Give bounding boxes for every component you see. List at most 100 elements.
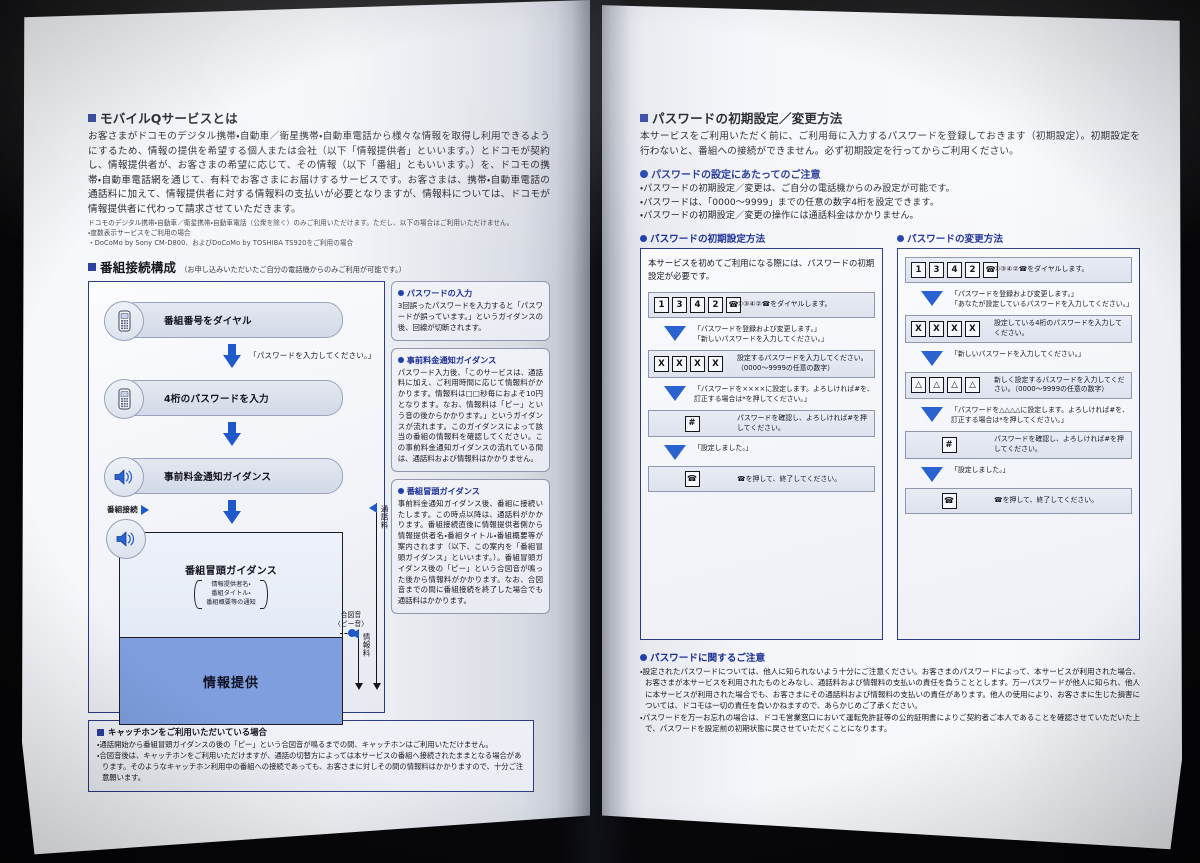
down-triangle-icon <box>921 466 943 482</box>
note-card-body: 事前料金通知ガイダンス後、番組に接続いたします。この時点以降は、通話料がかかりま… <box>397 498 543 606</box>
key-button[interactable]: △ <box>929 377 944 394</box>
key-button[interactable]: △ <box>947 377 962 394</box>
down-triangle-icon <box>921 407 943 423</box>
catch-phone-item: ・通話開始から番組冒頭ガイダンスの後の「ピー」という合図音が鳴るまでの間、キャッ… <box>97 740 493 750</box>
procedure-initial-body: 本サービスを初めてご利用になる際には、パスワードの初期設定が必要です。 1 3 … <box>640 248 883 641</box>
round-bullet-icon <box>397 290 404 297</box>
key-button[interactable]: 4 <box>947 262 962 279</box>
fee-axis-group: 通話料 情報料 合図音 〈ピー音〉 <box>334 281 389 711</box>
keypad-keys: X X X X <box>649 351 735 377</box>
arrow-guidance-text: 「設定しました。」 <box>694 444 753 453</box>
password-caution-heading: パスワードに関するご注意 <box>640 650 1140 664</box>
key-button[interactable]: 4 <box>690 297 705 314</box>
axis-label-call-charge: 通話料 <box>380 505 389 530</box>
opening-guidance-title: 番組冒頭ガイダンス <box>184 566 278 578</box>
key-button[interactable]: 3 <box>929 262 944 279</box>
key-button[interactable]: X <box>929 320 944 337</box>
key-button[interactable]: X <box>911 320 926 337</box>
hash-key-icon[interactable]: # <box>941 437 957 454</box>
step-description: 新しく設定するパスワードを入力してください。（0000〜9999の任意の数字） <box>994 375 1125 394</box>
section-heading-flow: 番組接続構成 （お申し込みいただいたご自分の電話機からのみご利用が可能です。） <box>88 257 550 276</box>
footnote-item: ・DoCoMo by Sony CM-D800、およびDoCoMo by TOS… <box>88 238 354 247</box>
service-description: お客さまがドコモのデジタル携帯・自動車／衛星携帯・自動車電話から様々な情報を取得… <box>88 131 550 215</box>
round-bullet-icon <box>640 653 647 661</box>
down-triangle-icon <box>664 326 686 342</box>
footnote-item: ドコモのデジタル携帯・自動車／衛星携帯・自動車電話（公衆を除く）のみご利用いただ… <box>88 219 514 228</box>
down-triangle-icon <box>921 350 943 366</box>
program-connection-diagram: 番組番号をダイヤル 「パスワードを入力してください。」 <box>88 281 385 726</box>
call-key-icon[interactable]: ☎ <box>983 262 998 279</box>
key-button[interactable]: 3 <box>672 297 687 314</box>
key-button[interactable]: X <box>672 356 687 373</box>
key-button[interactable]: X <box>690 356 705 373</box>
key-button[interactable]: △ <box>965 377 980 394</box>
call-key-icon[interactable]: ☎ <box>941 492 957 509</box>
down-triangle-icon <box>921 291 943 307</box>
procedure-step: 1 3 4 2 ☎ ①③④②☎をダイヤルします。 <box>648 292 875 319</box>
hash-key-icon[interactable]: # <box>684 415 700 432</box>
square-bullet-icon <box>97 728 104 736</box>
note-card-title: 事前料金通知ガイダンス <box>397 354 543 366</box>
key-button[interactable]: △ <box>911 377 926 394</box>
flow-step-advance-fee-guidance: 事前料金通知ガイダンス <box>104 457 343 498</box>
section-title-service: モバイルQサービスとは <box>100 111 238 126</box>
password-caution-section: パスワードに関するご注意 ・設定されたパスワードについては、他人に知られないよう… <box>640 650 1140 735</box>
keypad-keys: 1 3 4 2 ☎ <box>649 293 741 317</box>
arrow-guidance-text: 「パスワードを登録および変更します。」 「新しいパスワードを入力してください。」 <box>694 325 828 344</box>
step-description: ☎を押して、終了してください。 <box>994 495 1099 504</box>
procedure-step: X X X X 設定している4桁のパスワードを入力してください。 <box>905 315 1132 343</box>
procedure-step: X X X X 設定するパスワードを入力してください。（0000〜9999の任意… <box>648 350 875 378</box>
service-footnotes: ドコモのデジタル携帯・自動車／衛星携帯・自動車電話（公衆を除く）のみご利用いただ… <box>88 219 550 248</box>
key-button[interactable]: X <box>947 320 962 337</box>
down-arrow-icon <box>223 422 241 447</box>
procedure-change-title: パスワードの変更方法 <box>907 234 1003 246</box>
step-description: パスワードを確認し、よろしければ#を押してください。 <box>737 413 867 432</box>
keypad-keys: △ △ △ △ <box>906 373 992 399</box>
section-heading-password-setup: パスワードの初期設定／変更方法 <box>640 108 1140 127</box>
speaker-icon <box>106 519 146 560</box>
key-button[interactable]: 1 <box>911 262 926 279</box>
call-key-icon[interactable]: ☎ <box>684 471 700 488</box>
key-button[interactable]: X <box>654 356 669 373</box>
note-title-text: 事前料金通知ガイダンス <box>406 354 497 365</box>
keypad-keys: ☎ <box>649 467 735 491</box>
axis-label-info-charge: 情報料 <box>362 633 371 658</box>
keypad-keys: # <box>906 432 992 458</box>
flow-connect-label: 番組接続 <box>107 505 138 515</box>
square-bullet-icon <box>88 263 96 272</box>
procedure-initial-title: パスワードの初期設定方法 <box>650 234 766 246</box>
key-button[interactable]: 2 <box>708 297 723 314</box>
down-arrow-icon <box>223 344 241 369</box>
key-button[interactable]: X <box>708 356 723 373</box>
step-description: 設定している4桁のパスワードを入力してください。 <box>994 319 1122 337</box>
procedure-arrow-row: 「設定しました。」 <box>648 437 875 466</box>
footnote-item: ・度数表示サービスをご利用の場合 <box>88 229 191 238</box>
procedure-arrow-row: 「パスワードを登録および変更します。」 「新しいパスワードを入力してください。」 <box>648 318 875 350</box>
flow-caption-enter-password: 「パスワードを入力してください。」 <box>249 351 376 361</box>
precaution-item: ・パスワードは、「0000〜9999」までの任意の数字4桁を設定できます。 <box>640 197 939 208</box>
program-opening-guidance-box: 番組冒頭ガイダンス 情報提供者名・ 番組タイトル・ 番組概要等の通知 情報提供 <box>106 519 343 726</box>
procedure-step: △ △ △ △ 新しく設定するパスワードを入力してください。（0000〜9999… <box>905 371 1132 400</box>
precaution-setup-heading: パスワードの設定にあたってのご注意 <box>640 166 1140 181</box>
section-title-password-setup: パスワードの初期設定／変更方法 <box>652 111 843 126</box>
square-bullet-icon <box>88 114 96 122</box>
caution-item: ・設定されたパスワードについては、他人に知られないよう十分にご注意ください。お客… <box>640 667 1140 710</box>
information-provision-label: 情報提供 <box>202 675 259 691</box>
precaution-item: ・パスワードの初期設定／変更は、ご自分の電話機からのみ設定が可能です。 <box>640 184 955 195</box>
key-button[interactable]: 2 <box>965 262 980 279</box>
precaution-setup-items: ・パスワードの初期設定／変更は、ご自分の電話機からのみ設定が可能です。 ・パスワ… <box>640 183 1140 224</box>
opening-guidance-top: 番組冒頭ガイダンス 情報提供者名・ 番組タイトル・ 番組概要等の通知 <box>106 519 342 638</box>
note-card-title: 番組冒頭ガイダンス <box>397 485 543 497</box>
call-key-icon[interactable]: ☎ <box>726 297 741 314</box>
catch-phone-title-text: キャッチホンをご利用いただいている場合 <box>108 727 267 738</box>
arrow-guidance-text: 「設定しました。」 <box>951 465 1010 474</box>
key-button[interactable]: 1 <box>654 297 669 314</box>
password-caution-items: ・設定されたパスワードについては、他人に知られないよう十分にご注意ください。お客… <box>640 666 1140 735</box>
round-bullet-icon <box>397 487 404 494</box>
key-button[interactable]: X <box>965 320 980 337</box>
down-arrow-icon <box>223 500 241 525</box>
flow-and-notes: 番組番号をダイヤル 「パスワードを入力してください。」 <box>88 281 550 726</box>
procedure-arrow-row: 「パスワードを△△△△に設定します。よろしければ#を、訂正する場合は*を押してく… <box>905 399 1132 431</box>
keypad-keys: X X X X <box>906 316 992 342</box>
